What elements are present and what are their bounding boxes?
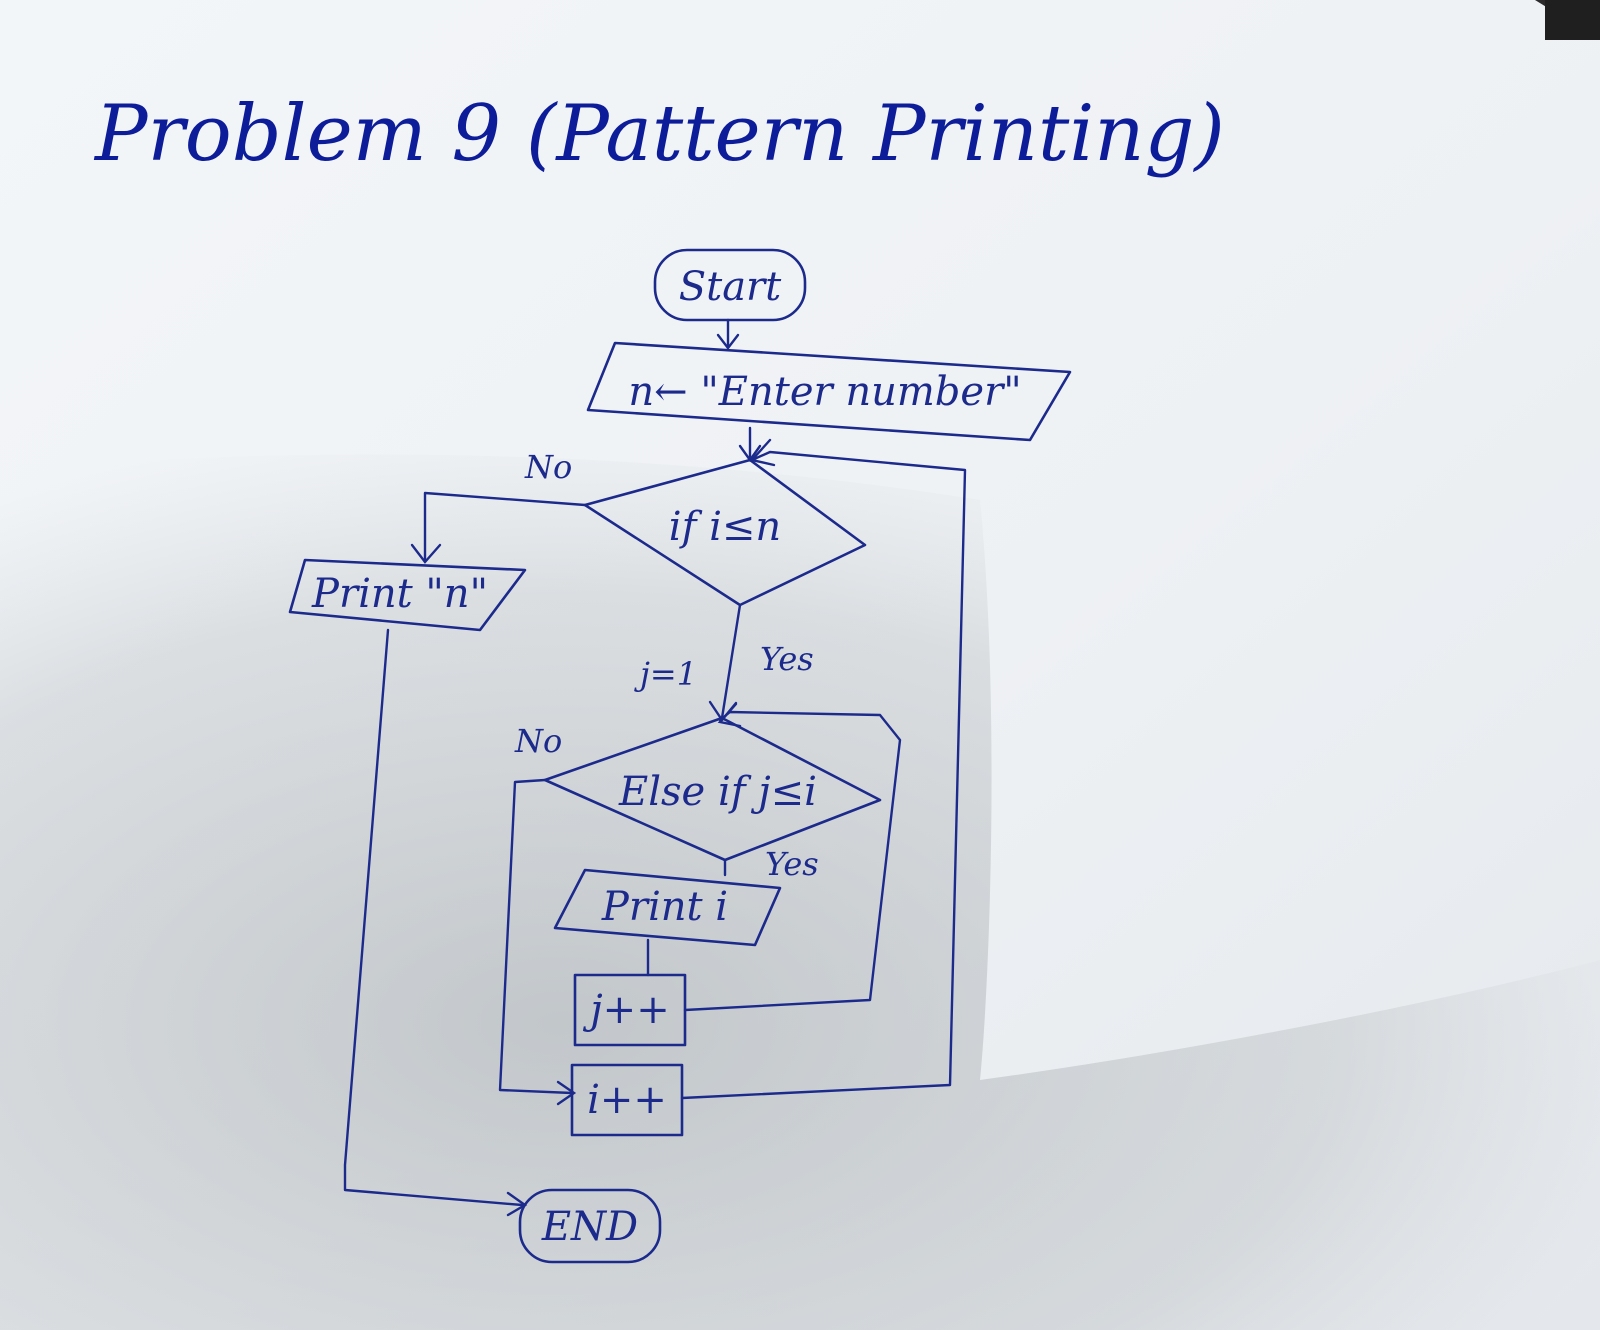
input-parallelogram	[586, 341, 1072, 442]
j-increment-label: j++	[582, 987, 669, 1033]
arrowhead-start-to-input	[716, 333, 740, 350]
arrowhead-j-loop-back	[717, 702, 742, 728]
print-i-label: Print i	[601, 884, 728, 930]
flow-outer-no	[423, 491, 587, 562]
print-n-parallelogram	[288, 558, 527, 632]
arrowhead-inner-no	[556, 1080, 577, 1106]
flow-outer-yes	[720, 603, 742, 720]
start-label: Start	[679, 264, 782, 310]
paper-corner-background	[1545, 0, 1600, 40]
outer-no-label: No	[524, 448, 572, 486]
outer-yes-label: Yes	[760, 640, 814, 678]
inner-no-label: No	[514, 722, 562, 760]
flow-inner-no-to-i-inc	[498, 778, 574, 1095]
arrowhead-outer-no	[410, 543, 442, 564]
print-n-label: Print "n"	[311, 571, 488, 617]
diagram-title: Problem 9 (Pattern Printing)	[93, 89, 1225, 179]
hand-shadow	[0, 454, 1600, 1330]
end-terminator	[518, 1188, 662, 1264]
init-j-label: j=1	[634, 655, 697, 693]
flow-i-loop-back	[680, 450, 967, 1100]
inner-decision-label: Else if j≤i	[618, 769, 817, 815]
start-terminator	[653, 248, 807, 322]
outer-decision-label: if i≤n	[669, 504, 781, 550]
i-increment-box	[570, 1063, 684, 1137]
print-i-parallelogram	[553, 868, 782, 947]
i-increment-label: i++	[587, 1077, 667, 1123]
flow-print-n-to-end	[343, 628, 524, 1207]
end-label: END	[541, 1204, 638, 1250]
arrowhead-i-loop-back	[749, 438, 776, 467]
inner-yes-label: Yes	[765, 845, 819, 883]
input-label: n← "Enter number"	[628, 369, 1021, 415]
